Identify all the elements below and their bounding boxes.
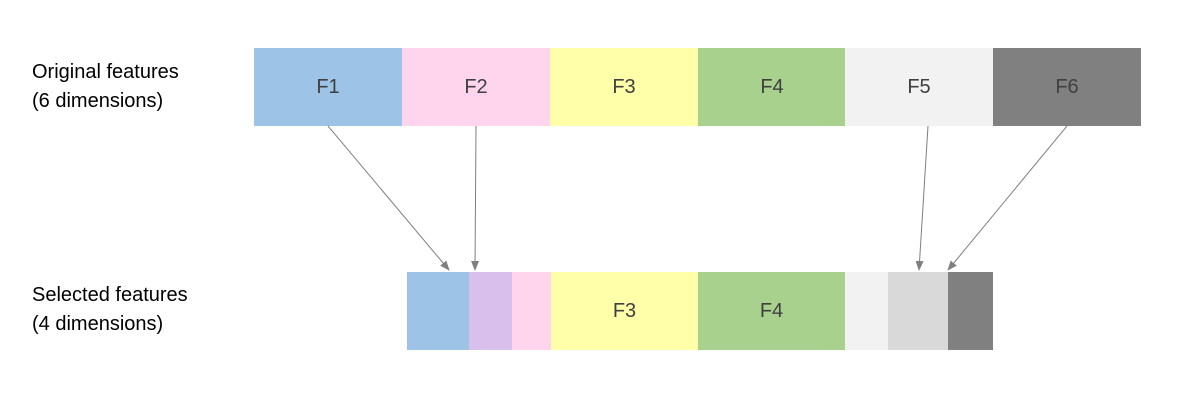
mapping-arrow-1 [327,125,450,271]
original-features-label: Original features (6 dimensions) [32,58,179,116]
selected-features-title: Selected features [32,284,188,306]
original-feature-f5-label: F5 [907,75,931,98]
original-feature-f3: F3 [550,48,698,126]
selected-feature-segment-7 [888,272,948,350]
original-feature-f1-label: F1 [316,75,340,98]
original-feature-f5: F5 [845,48,993,126]
selected-feature-segment-3 [512,272,551,350]
selected-feature-segment-5-label: F4 [759,299,784,322]
original-feature-f1: F1 [254,48,402,126]
original-feature-f3-label: F3 [612,75,636,98]
mapping-arrow-3 [915,125,929,271]
original-feature-f2-label: F2 [464,75,488,98]
selected-features-label: Selected features (4 dimensions) [32,281,188,339]
original-feature-f4-label: F4 [760,75,784,98]
selected-feature-segment-1 [407,272,469,350]
original-features-dimensions: (6 dimensions) [32,90,164,112]
selected-feature-segment-4-label: F3 [612,299,637,322]
selected-features-dimensions: (4 dimensions) [32,313,164,335]
selected-feature-segment-6 [845,272,888,350]
original-features-title: Original features [32,61,179,83]
original-feature-f6-label: F6 [1055,75,1079,98]
selected-feature-segment-8 [948,272,993,350]
mapping-arrow-4 [947,125,1068,271]
selected-feature-segment-2 [469,272,512,350]
selected-feature-segment-5: F4 [698,272,845,350]
selected-feature-segment-4: F3 [551,272,698,350]
original-feature-f2: F2 [402,48,550,126]
original-feature-f6: F6 [993,48,1141,126]
mapping-arrow-2 [471,125,480,271]
original-feature-f4: F4 [698,48,846,126]
